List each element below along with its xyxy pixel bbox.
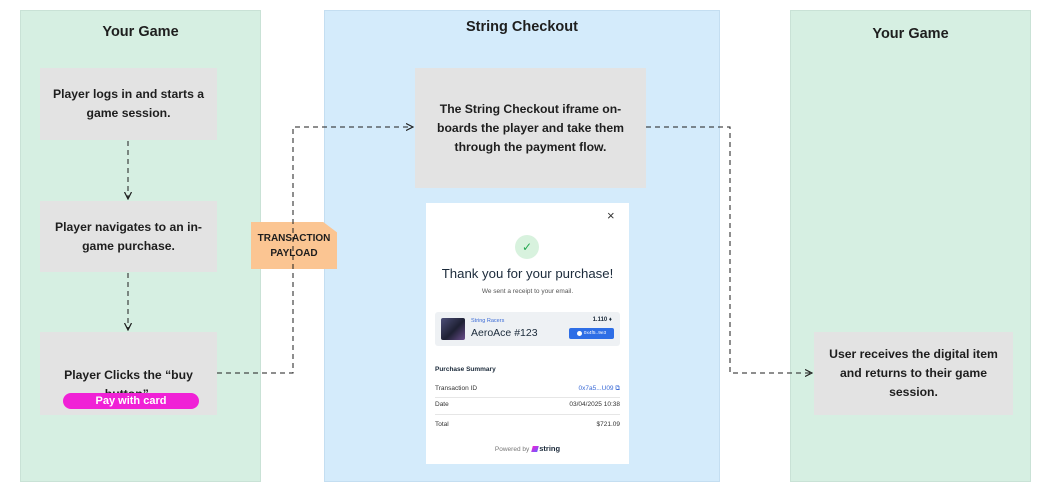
arrow-buy-to-checkout (217, 127, 413, 374)
thanks-title: Thank you for your purchase! (441, 266, 614, 281)
checkout-receipt-card: × ✓ Thank you for your purchase! We sent… (426, 203, 629, 464)
purchased-item: String Racers AeroAce #123 1.110 ♦ 0x4f5… (435, 312, 620, 346)
step-navigate: Player navigates to an in-game purchase. (40, 201, 217, 272)
receipt-note: We sent a receipt to your email. (481, 288, 574, 295)
pay-with-card-button[interactable]: Pay with card (63, 393, 199, 409)
wallet-chip[interactable]: 0x4f5..9e3 (569, 328, 614, 339)
divider (435, 397, 620, 398)
total-value: $721.09 (596, 421, 621, 428)
payload-line1: TRANSACTION (257, 232, 331, 244)
arrow-checkout-to-game (646, 126, 812, 373)
transaction-id-label: Transaction ID (435, 385, 478, 392)
item-thumbnail (441, 318, 465, 340)
date-value: 03/04/2025 10:38 (569, 401, 620, 408)
close-icon[interactable]: × (607, 208, 615, 223)
step-receive: User receives the digital item and retur… (814, 332, 1013, 415)
check-icon: ✓ (515, 235, 539, 259)
date-label: Date (435, 401, 449, 408)
wallet-address: 0x4f5..9e3 (583, 331, 607, 336)
powered-by-footer: Powered by string (426, 444, 629, 453)
transaction-payload-note: TRANSACTION PAYLOAD (251, 222, 337, 269)
step-onboard: The String Checkout iframe on-boards the… (415, 68, 646, 188)
string-logo-icon (531, 446, 540, 452)
item-price: 1.110 ♦ (592, 317, 612, 323)
step-login: Player logs in and starts a game session… (40, 68, 217, 140)
lane-title: Your Game (102, 24, 179, 40)
brand-name: string (539, 444, 561, 453)
purchase-summary-title: Purchase Summary (435, 366, 496, 373)
payload-line2: PAYLOAD (270, 247, 318, 259)
check-glyph: ✓ (521, 240, 533, 254)
item-brand: String Racers (471, 318, 505, 324)
wallet-icon (576, 331, 582, 336)
powered-by-text: Powered by (494, 446, 530, 453)
divider (435, 414, 620, 415)
item-name: AeroAce #123 (471, 327, 538, 339)
total-label: Total (435, 421, 449, 428)
lane-title: String Checkout (466, 19, 578, 35)
lane-title: Your Game (872, 26, 949, 42)
transaction-id-link[interactable]: 0x7a5...U09 ⧉ (578, 385, 621, 392)
